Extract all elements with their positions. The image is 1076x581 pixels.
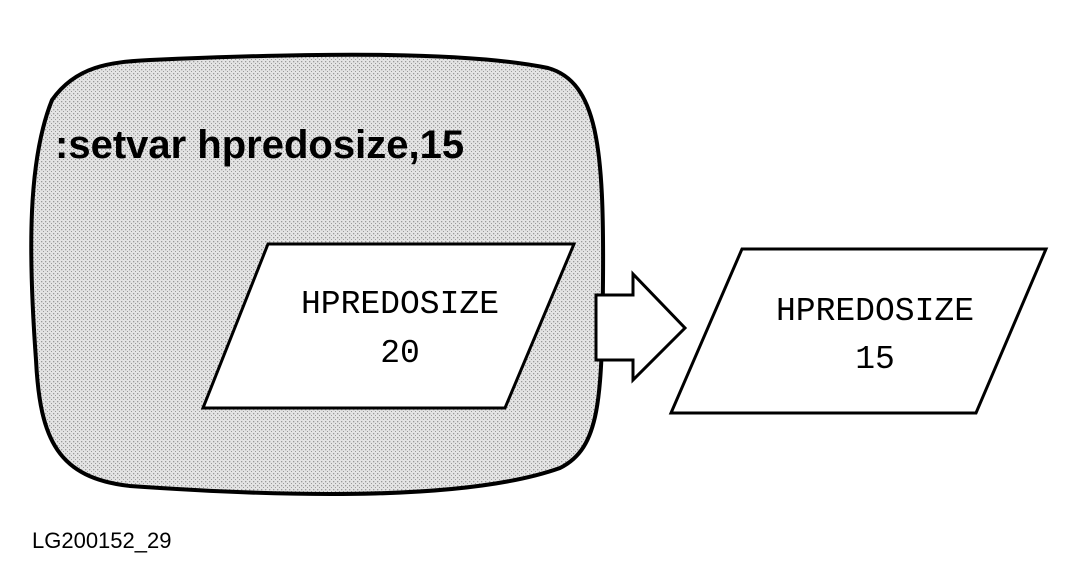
figure-caption: LG200152_29 [32, 528, 171, 553]
variable-value-after: 15 [855, 341, 895, 378]
variable-name-before: HPREDOSIZE [301, 286, 499, 323]
setvar-command: :setvar hpredosize,15 [55, 123, 464, 167]
variable-value-before: 20 [380, 335, 420, 372]
right-hollow-arrow-icon [594, 270, 688, 384]
variable-name-after: HPREDOSIZE [776, 293, 974, 330]
variable-box-after [668, 247, 1049, 415]
variable-box-before [200, 242, 577, 410]
